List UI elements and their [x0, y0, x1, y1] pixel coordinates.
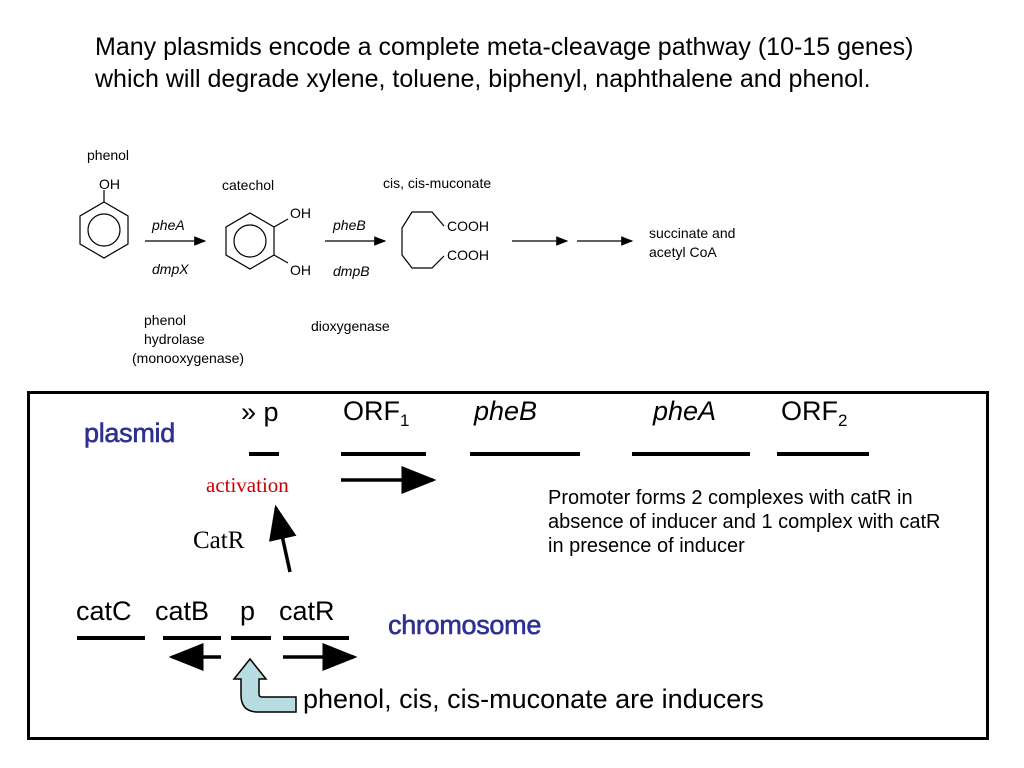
products-label-line1: succinate and [649, 225, 736, 241]
catB-gene-label: catB [155, 596, 210, 626]
muconate-label: cis, cis-muconate [383, 175, 492, 191]
gene-pheB-pathway: pheB [333, 217, 366, 233]
catR-gene-label: catR [279, 596, 335, 626]
catechol-oh-top: OH [290, 205, 311, 221]
activation-label: activation [206, 473, 289, 497]
pheB-gene-label: pheB [474, 396, 538, 426]
phenol-label: phenol [87, 147, 130, 163]
gene-pheA-pathway: pheA [152, 217, 185, 233]
catC-gene-label: catC [76, 596, 132, 626]
chromosome-label: chromosome [388, 610, 542, 641]
catechol-structure [225, 212, 289, 270]
plasmid-promoter-label: » p [241, 397, 279, 427]
orf1-label: ORF1 [343, 396, 410, 430]
chromosome-promoter-label: p [240, 596, 256, 626]
phenol-oh-label: OH [99, 176, 120, 192]
gene-dmpX-pathway: dmpX [152, 261, 189, 277]
gene-organization-box [27, 391, 989, 740]
catR-regulator-label: CatR [193, 527, 245, 554]
enzyme-dioxygenase: dioxygenase [311, 318, 390, 334]
catechol-oh-bottom: OH [290, 262, 311, 278]
inducers-text: phenol, cis, cis-muconate are inducers [303, 684, 764, 714]
muconate-structure [401, 211, 445, 269]
intro-text: Many plasmids encode a complete meta-cle… [95, 33, 914, 93]
enzyme-hydrolase-line2: hydrolase [144, 331, 205, 347]
products-label-line2: acetyl CoA [649, 244, 717, 260]
cooh-top-label: COOH [447, 218, 489, 234]
inducer-arrow [232, 657, 297, 713]
enzyme-hydrolase-line3: (monooxygenase) [132, 350, 245, 366]
phenol-structure [79, 190, 129, 259]
pheA-gene-label: pheA [653, 396, 717, 426]
cooh-bottom-label: COOH [447, 247, 489, 263]
catechol-label: catechol [222, 177, 275, 193]
promoter-note: Promoter forms 2 complexes with catR in … [548, 487, 941, 557]
plasmid-label: plasmid [84, 418, 176, 449]
enzyme-hydrolase-line1: phenol [144, 312, 187, 328]
activation-arrow [269, 504, 297, 573]
orf2-label: ORF2 [781, 396, 848, 430]
gene-dmpB-pathway: dmpB [333, 263, 370, 279]
pathway-diagram [79, 190, 634, 270]
